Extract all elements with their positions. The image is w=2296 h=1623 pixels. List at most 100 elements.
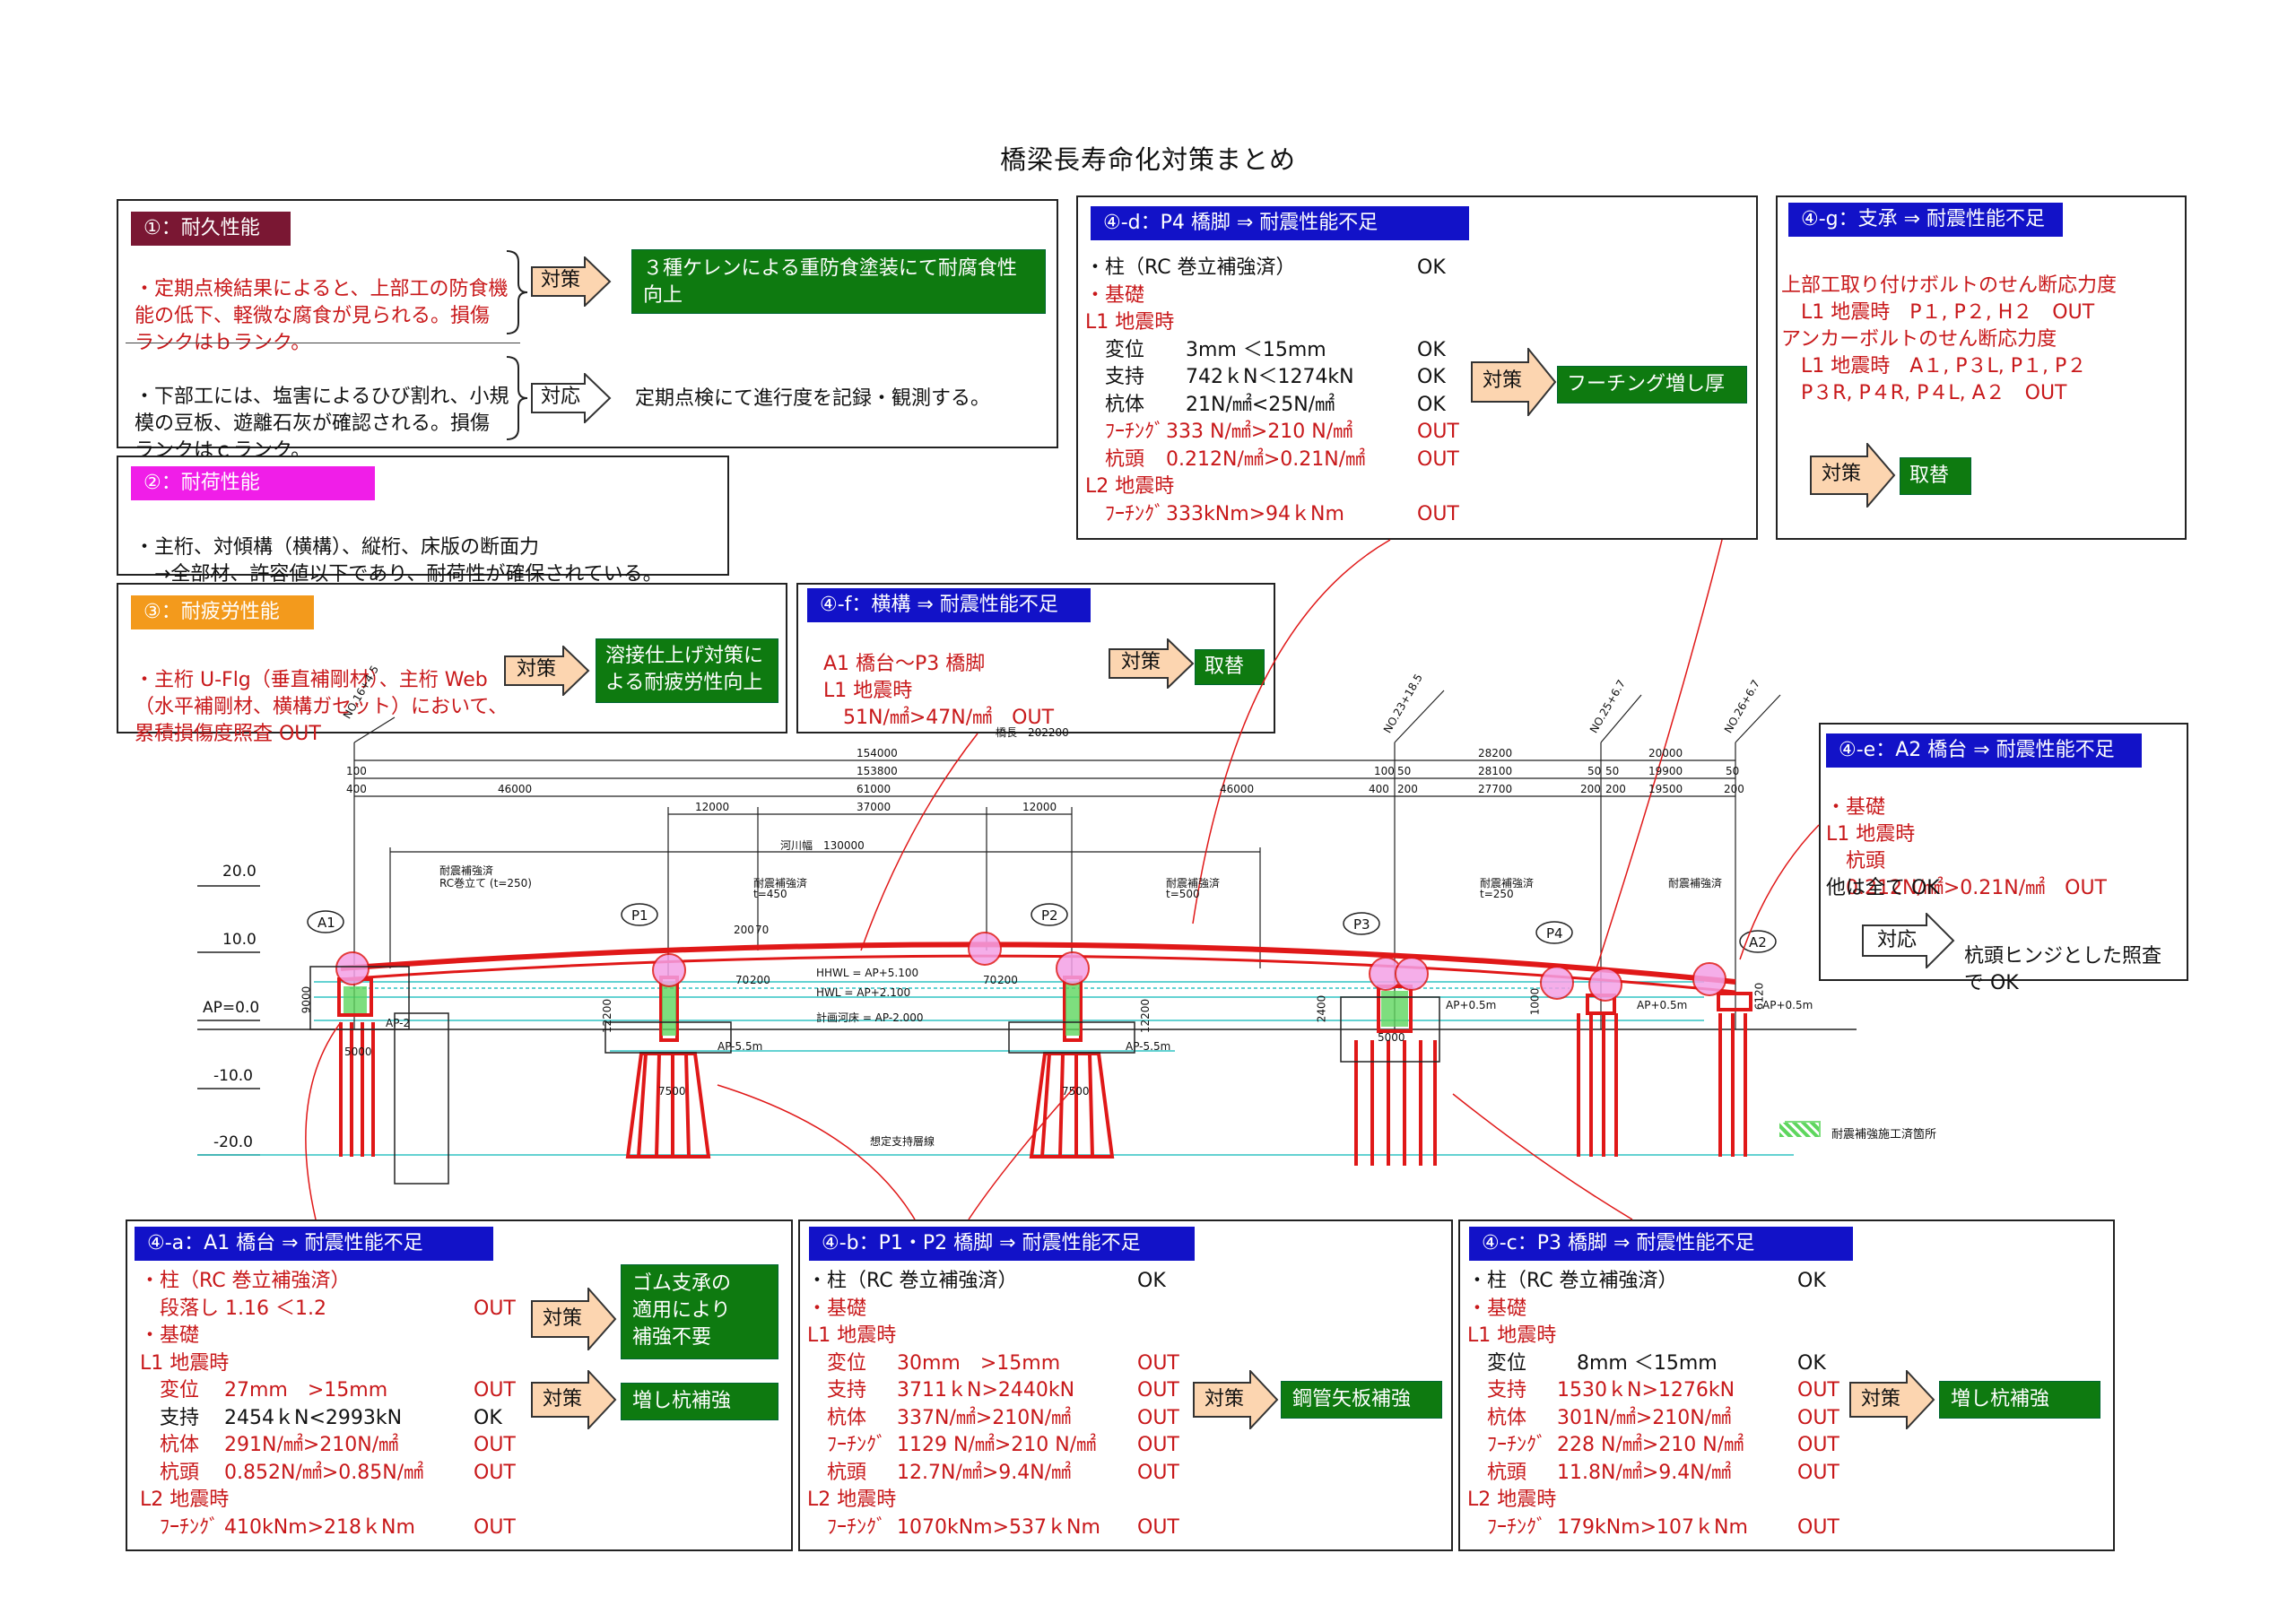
check-value: 333 N/㎟>210 N/㎟ [1166,421,1353,443]
check-result: OK [1417,338,1446,361]
dim-200f: 200 [997,974,1018,986]
additional-pile-result-p3: 増し杭補強 [1939,1381,2100,1419]
pier-a2: A2 [1749,934,1767,950]
check-value: 0.852N/㎟>0.85N/㎟ [224,1461,424,1484]
check-value: 3mm ＜15mm [1166,338,1326,361]
check-result: OUT [474,1379,516,1402]
check-value: 21N/㎟<25N/㎟ [1166,393,1335,416]
load-capacity-text: ・主桁、対傾構（横構）、縦桁、床版の断面力 →全部材、許容値以下であり、耐荷性が… [135,536,663,586]
check-result: OUT [1417,447,1459,471]
dim-100b: 100 [1374,765,1395,777]
check-value: 179kNm>107ｋNm [1557,1515,1748,1539]
dim-46000b: 46000 [1220,783,1255,795]
elev-label-10: 10.0 [222,931,257,949]
dim-46000a: 46000 [498,783,533,795]
check-result: OK [1797,1270,1826,1292]
note-2: RC巻立て (t=250) [439,877,532,890]
check-value: 0.212N/㎟>0.21N/㎟ [1166,447,1366,471]
check-value: 337N/㎟>210N/㎟ [897,1406,1072,1429]
check-value: 1129 N/㎟>210 N/㎟ [897,1434,1097,1456]
dim-9000: 9000 [300,985,313,1014]
elev-label-0: AP=0.0 [203,999,260,1017]
water-hwl: HWL = AP+2.100 [816,986,911,999]
check-value: 1070kNm>537ｋNm [897,1515,1100,1539]
check-result: OK [1137,1270,1166,1292]
ap-m2: AP-2 [386,1017,411,1029]
check-item: 杭頭 [807,1461,867,1484]
dim-19900: 19900 [1648,765,1683,777]
elev-label-20: 20.0 [222,863,257,881]
inspection-note: 定期点検にて進行度を記録・観測する。 [635,387,991,410]
check-value: 301N/㎟>210N/㎟ [1557,1406,1732,1429]
check-item: ・基礎 [807,1297,867,1320]
dim-200c: 200 [1605,783,1626,795]
note-6: t=500 [1166,888,1200,900]
dim-7500b: 7500 [1062,1085,1090,1098]
check-item: 杭体 [807,1406,867,1429]
check-result: OUT [474,1461,516,1484]
check-result: OUT [1797,1379,1839,1402]
pier-p3: P3 [1353,916,1370,933]
check-value: 8mm ＜15mm [1557,1351,1718,1375]
check-item: L1 地震時 [1467,1324,1557,1347]
countermeasure-arrow-4a-1: 対策 [531,1288,617,1350]
check-result: OUT [474,1434,516,1456]
check-item: L1 地震時 [1085,311,1175,334]
response-arrow-1: 対応 [531,373,612,423]
water-hhwl: HHWL = AP+5.100 [816,967,919,979]
bearing-stratum-line: 想定支持層線 [870,1135,935,1148]
pier-p4: P4 [1546,925,1563,942]
check-result: OUT [474,1515,516,1539]
dim-1000: 1000 [1528,987,1542,1016]
check-item: ﾌｰﾁﾝｸﾞ [1467,1434,1547,1456]
a2-abutment-tag: ④-e：A2 橋台 ⇒ 耐震性能不足 [1826,733,2142,768]
check-result: OK [1797,1351,1826,1375]
check-item: ・基礎 [140,1324,200,1347]
dim-70c: 70 [735,974,750,986]
dim-70b: 70 [983,974,997,986]
countermeasure-arrow-4d: 対策 [1471,348,1557,416]
note-5: 耐震補強済 [1166,877,1221,890]
legend-label: 耐震補強施工済箇所 [1831,1128,1937,1141]
dim-20000: 20000 [1648,747,1683,759]
rubber-bearing-result: ゴム支承の適用により補強不要 [621,1264,778,1359]
check-item: 支持 [807,1379,867,1402]
bearing-tag: ④-g：支承 ⇒ 耐震性能不足 [1788,203,2063,237]
note-9: 耐震補強済 [1668,877,1723,890]
note-8: t=250 [1480,888,1514,900]
countermeasure-arrow-4a-2: 対策 [531,1370,617,1429]
ap-m5-5-b: AP-5.5m [1126,1040,1171,1053]
note-4: t=450 [753,888,787,900]
dim-200g: 200 [750,974,770,986]
footing-result: フーチング増し厚 [1557,366,1747,404]
dim-400a: 400 [346,783,367,795]
check-result: OUT [1417,502,1459,525]
station-2: NO.23+18.5 [1380,672,1425,735]
note-3: 耐震補強済 [753,877,808,890]
check-item: ・柱（RC 巻立補強済） [1467,1270,1678,1292]
legend-swatch [1779,1123,1819,1137]
dim-7500a: 7500 [658,1085,686,1098]
bracing-result: 取替 [1195,649,1265,685]
dim-200a: 200 [1397,783,1418,795]
check-value: 742ｋN＜1274kN [1166,366,1354,388]
check-result: OK [1417,256,1446,279]
check-value: 3711ｋN>2440kN [897,1379,1075,1402]
dim-100a: 100 [346,765,367,777]
check-value: 291N/㎟>210N/㎟ [224,1434,399,1456]
check-value: 333kNm>94ｋNm [1166,502,1344,525]
dim-19500: 19500 [1648,783,1683,795]
dim-200d: 200 [1724,783,1744,795]
countermeasure-arrow-4g: 対策 [1810,443,1896,508]
pier-p1: P1 [631,907,648,924]
dim-28200: 28200 [1478,747,1513,759]
pier-a1: A1 [317,915,335,931]
dim-200e: 200 [734,924,754,936]
durability-text-2: ・下部工には、塩害によるひび割れ、小規模の豆板、遊離石灰が確認される。損傷ランク… [135,386,509,462]
dim-12200b: 12200 [1139,998,1152,1034]
dim-50b: 50 [1587,765,1602,777]
check-value: 27mm >15mm [224,1379,388,1402]
check-result: OUT [1797,1461,1839,1484]
check-item: ・基礎 [1085,283,1145,307]
